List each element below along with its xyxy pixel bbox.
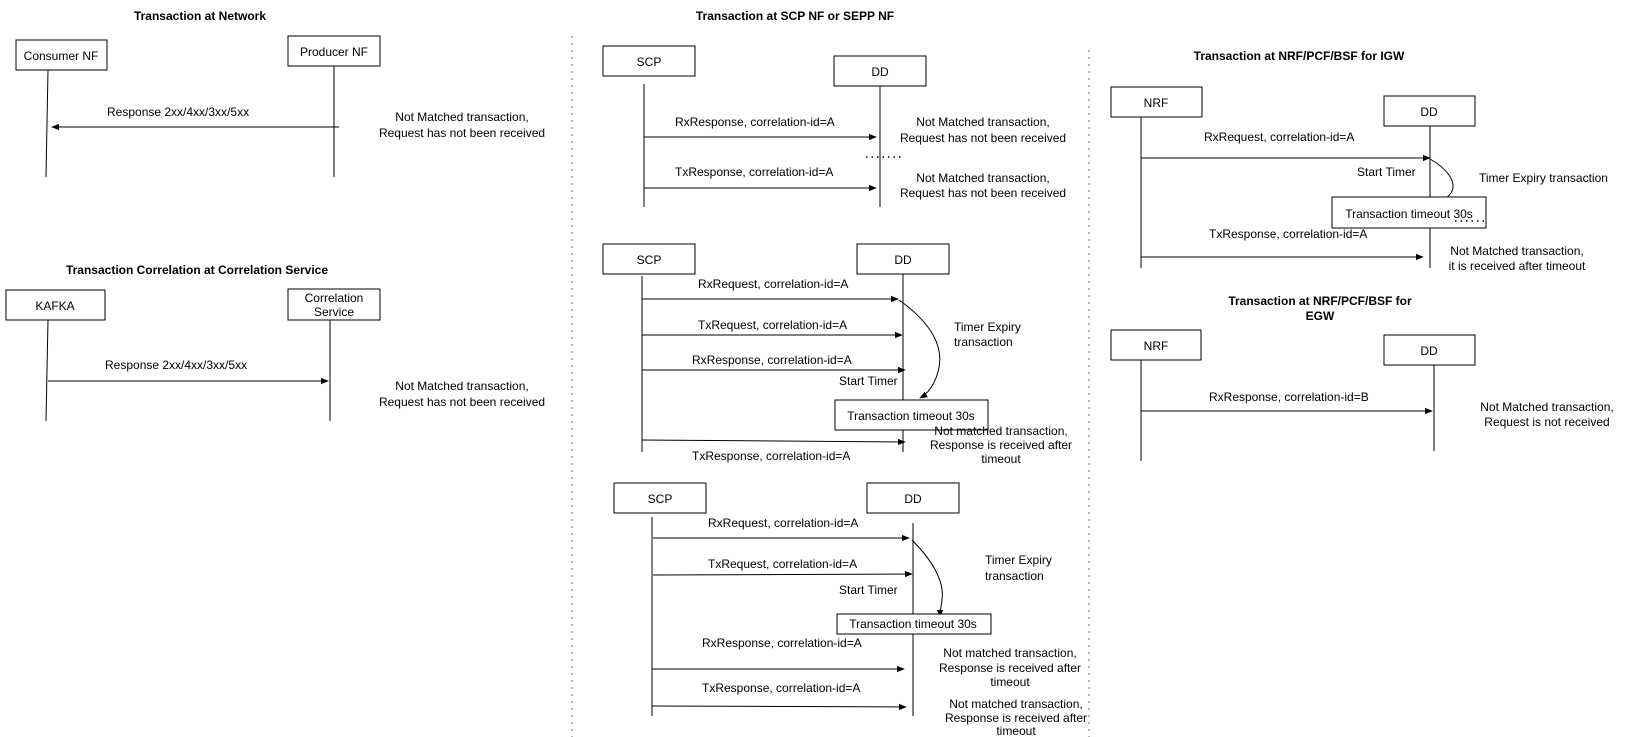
correlation-response-label: Response 2xx/4xx/3xx/5xx <box>105 358 247 372</box>
scp2-note-line2: Response is received after <box>930 438 1072 452</box>
scp-label-1: SCP <box>637 55 662 69</box>
scp2-txrequest-label: TxRequest, correlation-id=A <box>698 318 847 332</box>
scp2-timer-expiry-line2: transaction <box>954 335 1013 349</box>
egw-nrf-label: NRF <box>1144 339 1169 353</box>
igw-txresponse-label: TxResponse, correlation-id=A <box>1209 227 1367 241</box>
scp1-note1-line1: Not Matched transaction, <box>916 115 1049 129</box>
egw-dd-box <box>1383 334 1476 366</box>
egw-note-line2: Request is not received <box>1484 415 1609 429</box>
kafka-box <box>5 289 106 321</box>
scp-diagram-1: SCP DD RxResponse, correlation-id=A TxRe… <box>602 45 1066 207</box>
scp3-note2-line3: timeout <box>996 724 1036 737</box>
igw-nrf-box <box>1110 86 1203 118</box>
consumer-lifeline <box>45 69 49 178</box>
network-note-line1: Not Matched transaction, <box>395 110 528 124</box>
scp3-timer-expiry-line1: Timer Expiry <box>985 553 1052 567</box>
scp1-rxresponse-label: RxResponse, correlation-id=A <box>675 115 835 129</box>
scp2-note-line3: timeout <box>981 452 1021 466</box>
correlation-section: Transaction Correlation at Correlation S… <box>5 263 545 422</box>
kafka-lifeline <box>45 319 49 422</box>
scp3-timeout-box <box>836 613 992 635</box>
network-note-line2: Request has not been received <box>379 126 545 140</box>
igw-dd-box <box>1383 95 1476 127</box>
scp3-rxrequest-label: RxRequest, correlation-id=A <box>708 516 858 530</box>
consumer-nf-label: Consumer NF <box>24 49 99 63</box>
network-section: Transaction at Network Consumer NF Produ… <box>15 9 545 178</box>
igw-note-line2: it is received after timeout <box>1449 259 1586 273</box>
scp2-txresponse-label: TxResponse, correlation-id=A <box>692 449 850 463</box>
scp-diagram-3: SCP DD RxRequest, correlation-id=A TxReq… <box>613 482 1087 737</box>
scp-box-2 <box>602 243 696 275</box>
dd-label-2: DD <box>894 253 912 267</box>
igw-timer-expiry-label: Timer Expiry transaction <box>1479 171 1608 185</box>
dd-label-1: DD <box>871 65 889 79</box>
scp1-note2-line2: Request has not been received <box>900 186 1066 200</box>
scp2-rxresponse-label: RxResponse, correlation-id=A <box>692 353 852 367</box>
scp-box-3 <box>613 482 707 514</box>
correlation-note-line1: Not Matched transaction, <box>395 379 528 393</box>
correlation-service-label1: Correlation <box>305 291 364 305</box>
scp3-timeout-label: Transaction timeout 30s <box>849 617 977 631</box>
scp1-txresponse-label: TxResponse, correlation-id=A <box>675 165 833 179</box>
egw-rxresponse-label: RxResponse, correlation-id=B <box>1209 390 1369 404</box>
correlation-title: Transaction Correlation at Correlation S… <box>66 263 328 277</box>
scp2-start-timer: Start Timer <box>839 374 898 388</box>
scp3-rxresponse-label: RxResponse, correlation-id=A <box>702 636 862 650</box>
scp3-timer-expiry-line2: transaction <box>985 569 1044 583</box>
scp3-note2-line1: Not matched transaction, <box>949 697 1082 711</box>
scp2-timeout-box <box>834 399 989 431</box>
producer-nf-label: Producer NF <box>300 45 368 59</box>
kafka-label: KAFKA <box>35 299 74 313</box>
consumer-nf-box <box>15 39 108 71</box>
scp2-timer-expiry-line1: Timer Expiry <box>954 320 1021 334</box>
scp-label-2: SCP <box>637 253 662 267</box>
dd-box-3 <box>866 482 960 514</box>
correlation-note-line2: Request has not been received <box>379 395 545 409</box>
scp2-note-line1: Not matched transaction, <box>934 424 1067 438</box>
scp3-txrequest-label: TxRequest, correlation-id=A <box>708 557 857 571</box>
igw-timeout-box <box>1331 196 1487 229</box>
scp3-note1-line3: timeout <box>990 675 1030 689</box>
scp3-txresponse-arrow <box>651 703 907 711</box>
correlation-service-box <box>287 288 381 321</box>
igw-section: Transaction at NRF/PCF/BSF for IGW NRF D… <box>1110 49 1608 273</box>
scp-box-1 <box>602 45 696 77</box>
scp2-timer-curve <box>898 299 941 399</box>
scp-label-3: SCP <box>648 492 673 506</box>
scp3-note2-line2: Response is received after <box>945 711 1087 725</box>
igw-dd-label: DD <box>1420 105 1438 119</box>
igw-rxrequest-label: RxRequest, correlation-id=A <box>1204 130 1354 144</box>
egw-section: Transaction at NRF/PCF/BSF for EGW NRF D… <box>1110 294 1614 461</box>
igw-title: Transaction at NRF/PCF/BSF for IGW <box>1194 49 1405 63</box>
igw-timeout-label: Transaction timeout 30s <box>1345 207 1473 221</box>
scp2-timeout-label: Transaction timeout 30s <box>847 409 975 423</box>
egw-title-line2: EGW <box>1306 309 1335 323</box>
scp1-note2-line1: Not Matched transaction, <box>916 171 1049 185</box>
scp2-txresponse-arrow <box>641 438 906 446</box>
correlation-service-label2: Service <box>314 305 354 319</box>
scp3-timer-curve <box>911 539 944 618</box>
egw-nrf-box <box>1110 329 1202 361</box>
scp2-rxrequest-label: RxRequest, correlation-id=A <box>698 277 848 291</box>
scp-diagram-2: SCP DD RxRequest, correlation-id=A TxReq… <box>602 243 1072 466</box>
scp1-note1-line2: Request has not been received <box>900 131 1066 145</box>
egw-note-line1: Not Matched transaction, <box>1480 400 1613 414</box>
scp3-txrequest-arrow <box>652 570 913 578</box>
producer-nf-box <box>287 35 381 67</box>
network-response-label: Response 2xx/4xx/3xx/5xx <box>107 105 249 119</box>
network-title: Transaction at Network <box>134 9 266 23</box>
dd-label-3: DD <box>904 492 922 506</box>
igw-start-timer: Start Timer <box>1357 165 1416 179</box>
igw-nrf-label: NRF <box>1144 96 1169 110</box>
scp3-note1-line1: Not matched transaction, <box>943 646 1076 660</box>
egw-title-line1: Transaction at NRF/PCF/BSF for <box>1228 294 1412 308</box>
scp3-txresponse-label: TxResponse, correlation-id=A <box>702 681 860 695</box>
igw-note-line1: Not Matched transaction, <box>1450 244 1583 258</box>
scp3-start-timer: Start Timer <box>839 583 898 597</box>
scp-section-title: Transaction at SCP NF or SEPP NF <box>696 9 894 23</box>
dd-box-2 <box>856 243 950 275</box>
scp3-note1-line2: Response is received after <box>939 661 1081 675</box>
egw-dd-label: DD <box>1420 344 1438 358</box>
